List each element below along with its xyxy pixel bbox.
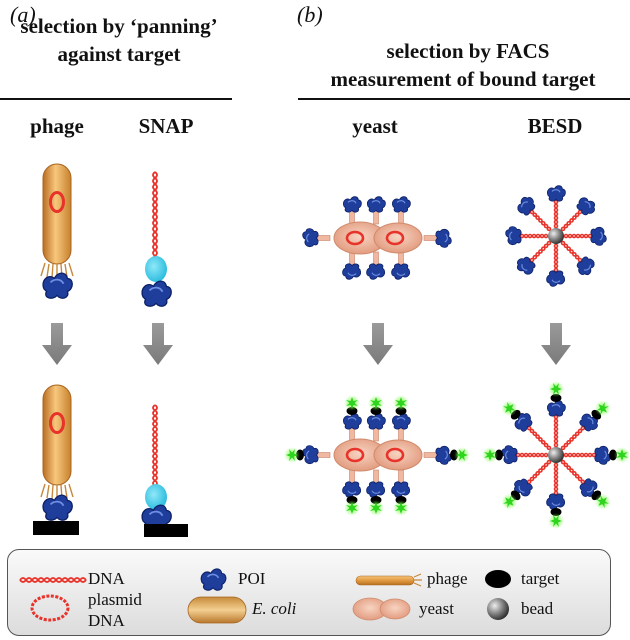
col-label-snap: SNAP [138, 114, 194, 138]
arrow-snap [143, 323, 173, 365]
besd-bead-bottom [482, 381, 630, 529]
snap-tag-top [145, 256, 167, 282]
legend-plasmid-label-line2: DNA [88, 611, 125, 630]
panel-b-title-line2: measurement of bound target [330, 67, 596, 91]
snap-target-surface [144, 524, 188, 537]
snap-dna-top [152, 171, 158, 269]
col-label-phage: phage [30, 114, 84, 138]
panel-b-title-line1: selection by FACS [386, 39, 550, 63]
besd-bead-top [506, 186, 607, 287]
legend-phage-label: phage [427, 569, 468, 588]
legend-bead-label: bead [521, 599, 554, 618]
yeast-cell-top [303, 197, 452, 280]
panel-a-title-line2: against target [57, 42, 181, 66]
phage-poi-bottom [42, 494, 74, 522]
legend-dna-label: DNA [88, 569, 125, 588]
arrow-besd [541, 323, 571, 365]
legend-target-label: target [521, 569, 560, 588]
phage-particle-bottom [39, 383, 75, 501]
legend-box [7, 549, 611, 636]
arrow-yeast [363, 323, 393, 365]
snap-poi-top [141, 280, 173, 308]
snap-dna-bottom [152, 404, 158, 493]
snap-tag-bottom [145, 484, 167, 510]
yeast-cell-bottom [284, 395, 470, 516]
phage-particle-top [39, 162, 75, 280]
col-label-yeast: yeast [352, 114, 398, 138]
panel-a-divider [0, 98, 232, 100]
phage-poi-top [42, 272, 74, 300]
legend-poi-label: POI [238, 569, 266, 588]
legend-ecoli-label: E. coli [252, 599, 297, 618]
panel-b-letter: (b) [297, 2, 323, 27]
panel-a-letter: (a) [10, 2, 36, 27]
panel-a-title-line1: selection by ‘panning’ [20, 14, 218, 38]
phage-target-surface [33, 521, 79, 535]
col-label-besd: BESD [527, 114, 583, 138]
legend-yeast-label: yeast [419, 599, 454, 618]
legend-plasmid-label-line1: plasmid [88, 590, 142, 609]
panel-b-divider [298, 98, 630, 100]
arrow-phage [42, 323, 72, 365]
